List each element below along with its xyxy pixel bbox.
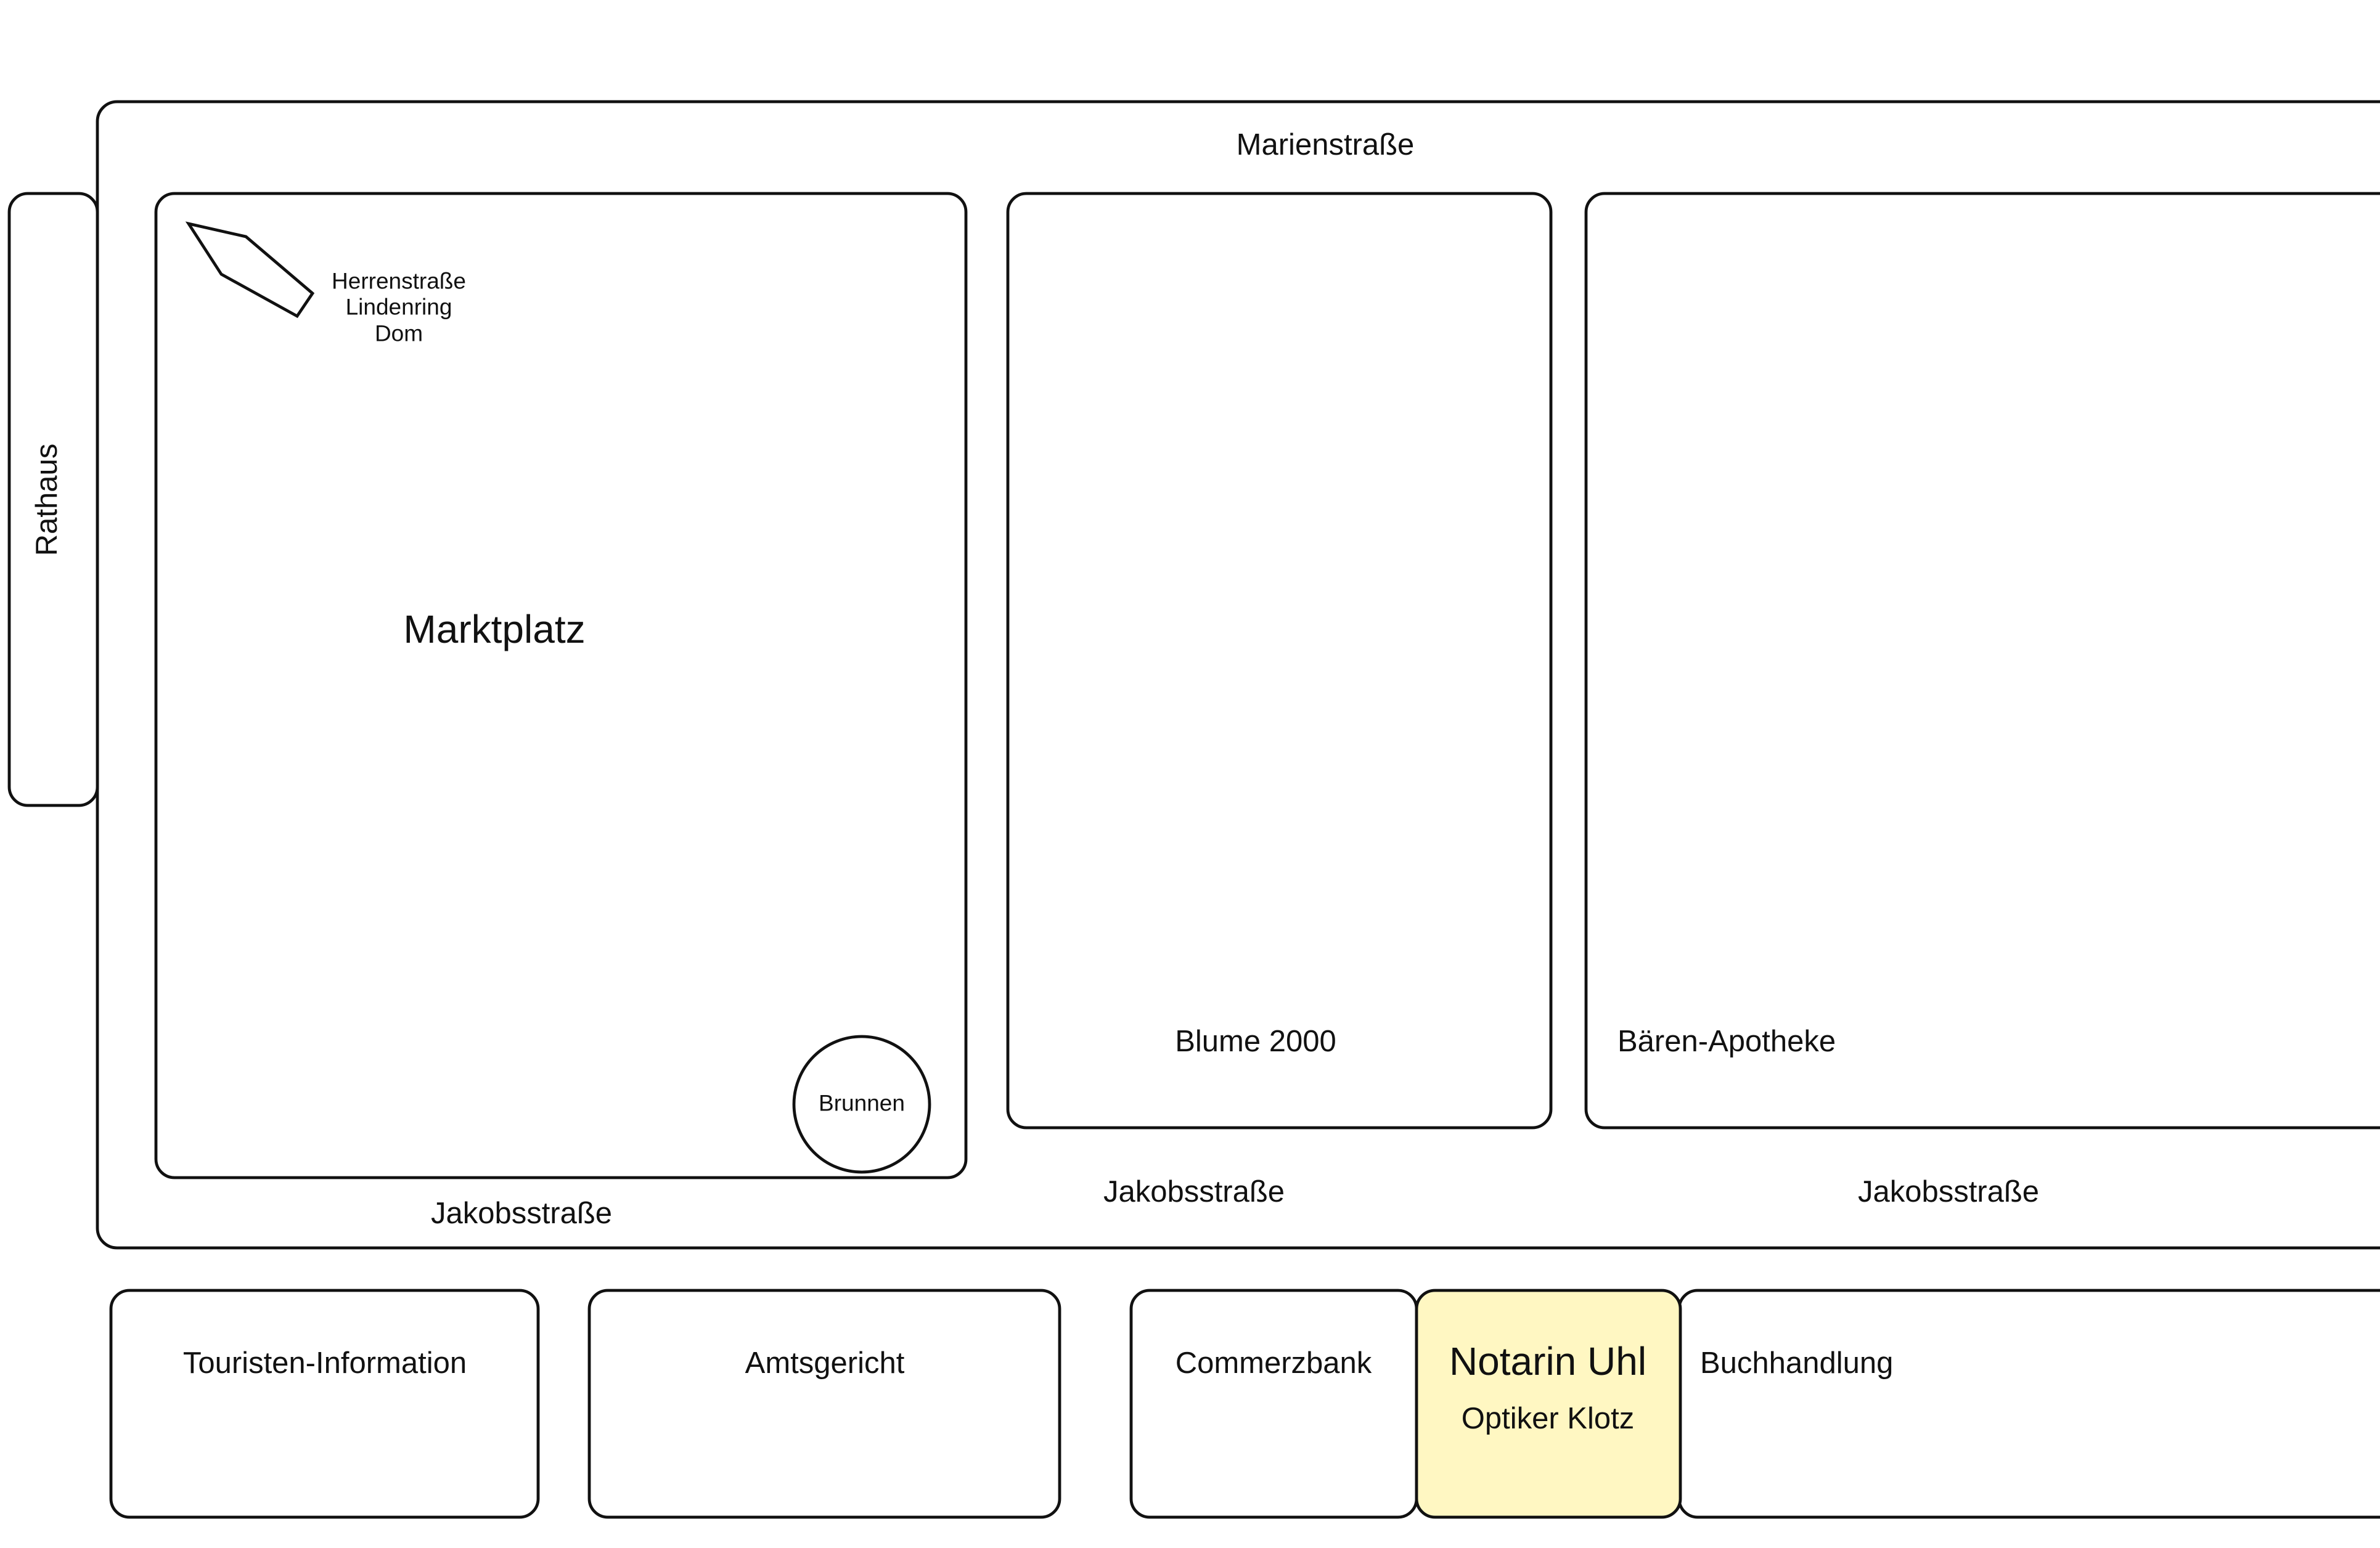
optiker-label: Optiker Klotz bbox=[1462, 1402, 1634, 1435]
buchhandlung-label: Buchhandlung bbox=[1700, 1346, 1893, 1380]
amtsgericht-building[interactable] bbox=[587, 1289, 1061, 1519]
brunnen-label: Brunnen bbox=[819, 1091, 905, 1116]
rathaus-label: Rathaus bbox=[30, 444, 63, 556]
street-jakobsstrasse-3: Jakobsstraße bbox=[1858, 1175, 2039, 1208]
marktplatz-label: Marktplatz bbox=[403, 607, 585, 651]
touristen-label: Touristen-Information bbox=[183, 1346, 467, 1380]
street-marienstrasse: Marienstraße bbox=[1237, 128, 1415, 161]
rathaus-building[interactable] bbox=[7, 192, 99, 807]
notarin-label: Notarin Uhl bbox=[1449, 1339, 1646, 1383]
apotheke-shop[interactable] bbox=[1584, 192, 2380, 1130]
marktplatz-area[interactable] bbox=[154, 192, 968, 1179]
amtsgericht-label: Amtsgericht bbox=[745, 1346, 905, 1380]
brunnen-fountain[interactable] bbox=[792, 1035, 931, 1174]
blume-shop[interactable] bbox=[1006, 192, 1553, 1130]
blume-label: Blume 2000 bbox=[1175, 1025, 1336, 1058]
signpost-line-3: Dom bbox=[375, 321, 423, 346]
street-jakobsstrasse-1: Jakobsstraße bbox=[431, 1197, 612, 1230]
signpost-line-2: Lindenring bbox=[346, 295, 452, 320]
street-jakobsstrasse-2: Jakobsstraße bbox=[1103, 1175, 1285, 1208]
notarin-office[interactable] bbox=[1415, 1289, 1682, 1519]
commerzbank-shop[interactable] bbox=[1129, 1289, 1418, 1519]
apotheke-label: Bären-Apotheke bbox=[1617, 1025, 1836, 1058]
signpost-line-1: Herrenstraße bbox=[332, 269, 466, 294]
commerzbank-label: Commerzbank bbox=[1176, 1346, 1372, 1380]
buchhandlung-shop[interactable] bbox=[1677, 1289, 2380, 1519]
touristen-shop[interactable] bbox=[109, 1289, 540, 1519]
signpost-icon[interactable] bbox=[185, 221, 315, 319]
